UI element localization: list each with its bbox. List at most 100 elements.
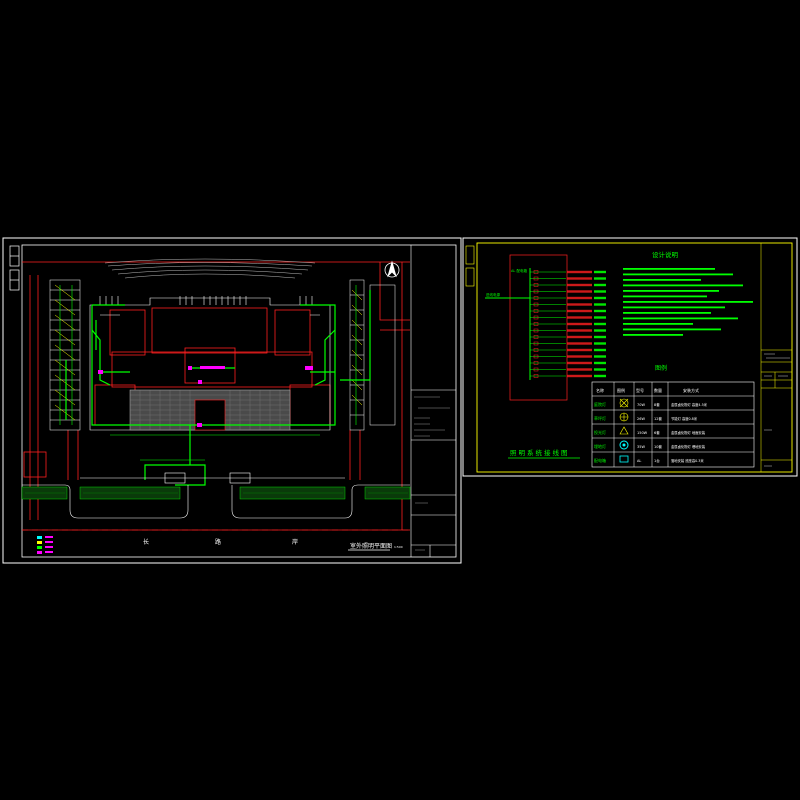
- circuit-label-bar: [567, 270, 592, 274]
- breaker-icon: [533, 276, 539, 281]
- note-line: [623, 284, 743, 287]
- left-sheet-inner-frame: [21, 244, 457, 558]
- feeder-lines: [530, 270, 606, 378]
- circuit-label-bar: [567, 342, 592, 345]
- circuit-label-bar: [567, 355, 592, 358]
- circuit-label-bar: [567, 368, 592, 371]
- circuit-tag-bar: [594, 303, 606, 306]
- legend-mount-cell: 金属卤化物灯 高度4.5米: [671, 402, 708, 407]
- breaker-icon: [533, 296, 539, 300]
- circuit-label-bar: [567, 374, 592, 378]
- note-line: [623, 317, 738, 320]
- legend-name-cell: 草坪灯: [594, 415, 606, 421]
- right-sheet: 进线电源 AL 配电箱 设计说明 图例 名称图例型号数量安装方: [462, 237, 798, 477]
- right-sheet-inner-frame: [476, 242, 793, 473]
- south-road-curbs: [22, 472, 410, 519]
- road-label-2: 路: [215, 538, 221, 546]
- legend-model-cell: AL: [637, 459, 641, 463]
- legend-header-cell: 图例: [617, 387, 625, 393]
- breaker-icon: [533, 341, 539, 346]
- legend-name-cell: 投光灯: [594, 429, 606, 435]
- notes-title: 设计说明: [652, 250, 679, 259]
- legend-model-cell: 70W: [637, 403, 645, 407]
- note-line: [623, 279, 701, 281]
- legend-qty-cell: 10套: [654, 444, 662, 449]
- circuit-tag-bar: [594, 335, 606, 339]
- left-scale-note: 1:500: [394, 545, 403, 549]
- breaker-icon: [533, 361, 539, 365]
- circuit-tag-bar: [594, 374, 606, 378]
- circuit-tag-bar: [594, 296, 606, 300]
- circuit-tag-bar: [594, 348, 606, 352]
- circuit-label-bar: [567, 335, 592, 339]
- circuit-tag-bar: [594, 283, 606, 287]
- system-diagram-title: 照明系统接线图: [510, 448, 570, 457]
- note-line: [623, 323, 693, 325]
- circuit-label-bar: [567, 296, 592, 300]
- breaker-icon: [533, 328, 539, 333]
- note-line: [623, 306, 725, 309]
- breaker-icon: [533, 270, 539, 274]
- circuit-label-bar: [567, 309, 592, 313]
- lamp-dome-icon: [619, 440, 629, 450]
- legend-header-cell: 数量: [654, 387, 662, 393]
- lamp-star-circle-icon: [619, 412, 629, 422]
- right-binding-strip: [465, 245, 475, 287]
- road-label-1: 长: [143, 538, 149, 546]
- circuit-label-bar: [567, 283, 592, 287]
- lighting-circuits: [65, 290, 371, 486]
- breaker-icon: [533, 315, 539, 320]
- circuit-label-bar: [567, 348, 592, 352]
- legend-mount-cell: 落地安装 底座高0.3米: [671, 458, 704, 463]
- circuit-label-bar: [567, 290, 592, 293]
- lamp-wedge-icon: [619, 426, 629, 435]
- legend-mount-cell: 节能灯 高度0.8米: [671, 416, 698, 421]
- legend-qty-cell: 1台: [654, 458, 660, 463]
- note-line: [623, 301, 753, 303]
- panel-box-icon: [619, 455, 629, 463]
- note-line: [623, 312, 711, 314]
- right-title-block: [760, 243, 792, 472]
- circuit-label-bar: [567, 316, 592, 319]
- circuit-tag-bar: [594, 355, 606, 358]
- lamp-cross-circle-icon: [619, 398, 629, 408]
- note-line: [623, 290, 719, 292]
- left-building-strip: [49, 279, 81, 431]
- circuit-label-bar: [567, 361, 592, 365]
- right-sheet-outer-frame: [462, 237, 798, 477]
- breaker-icon: [533, 302, 539, 307]
- breaker-icon: [533, 348, 539, 352]
- note-line: [623, 295, 707, 298]
- incoming-label: 进线电源: [486, 292, 500, 297]
- breaker-icon: [533, 283, 539, 287]
- left-title-block: [410, 245, 456, 557]
- circuit-label-bar: [567, 329, 592, 332]
- legend-qty-cell: 12套: [654, 416, 662, 421]
- design-notes-lines: [623, 268, 753, 336]
- left-sheet: 长 路 岸 室外照明平面图 1:500: [2, 237, 462, 564]
- top-plaza-arc: [104, 258, 316, 279]
- breaker-icon: [533, 354, 539, 359]
- circuit-label-bar: [567, 277, 592, 280]
- north-arrow-icon: [384, 260, 400, 278]
- note-line: [623, 334, 683, 336]
- breaker-icon: [533, 335, 539, 339]
- legend-model-cell: 35W: [637, 445, 645, 449]
- breaker-icon: [533, 309, 539, 313]
- legend-model-cell: 150W: [637, 431, 648, 435]
- note-line: [623, 273, 733, 276]
- paved-plaza: [129, 389, 291, 431]
- circuit-tag-bar: [594, 361, 606, 365]
- legend-header-cell: 型号: [636, 387, 644, 393]
- wiring-system-diagram: 进线电源 AL 配电箱: [485, 254, 606, 401]
- right-landscape-hatch: [351, 289, 363, 406]
- road-label-3: 岸: [292, 539, 298, 546]
- left-sheet-outer-frame: [2, 237, 462, 564]
- legend-mount-cell: 金属卤化物灯 埋地安装: [671, 444, 706, 449]
- circuit-tag-bar: [594, 277, 606, 280]
- breaker-icon: [533, 367, 539, 372]
- breaker-icon: [533, 322, 539, 326]
